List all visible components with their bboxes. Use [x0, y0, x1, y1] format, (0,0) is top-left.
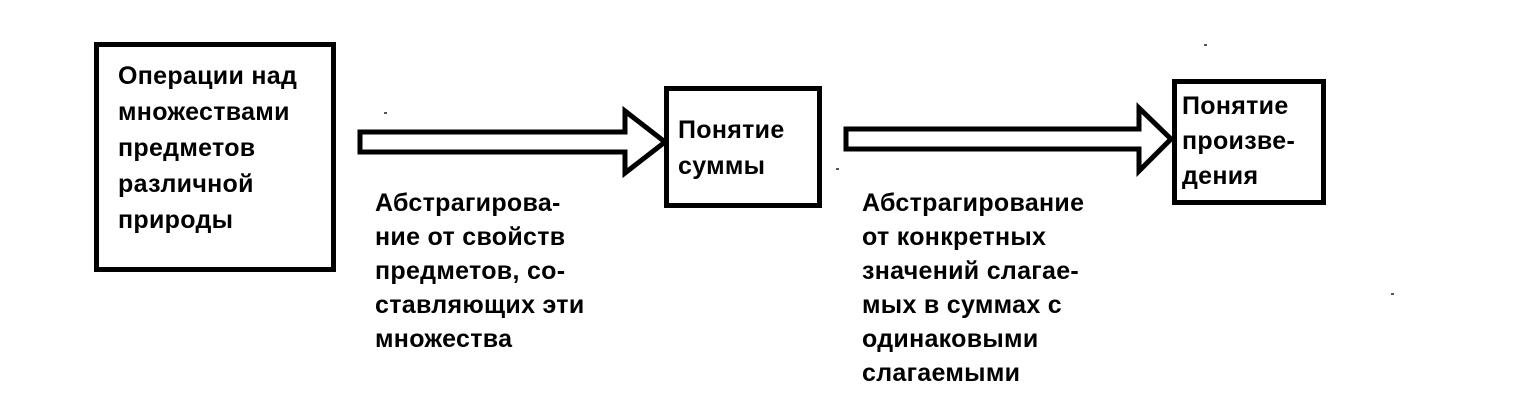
scan-speck [1204, 44, 1207, 46]
node-sets-box [94, 42, 336, 272]
arrow-sum-to-product [843, 102, 1175, 178]
edge-label-sum-to-product: Абстрагирование от конкретных значений с… [862, 189, 1085, 387]
node-product-box [1172, 79, 1326, 205]
scan-speck [384, 112, 387, 114]
scan-speck [1391, 293, 1394, 295]
arrow-sets-to-sum [357, 105, 670, 179]
node-sets-label: Операции над множествами предметов разли… [118, 62, 298, 234]
edge-label-sets-to-sum: Абстрагирова- ние от свойств предметов, … [375, 189, 585, 353]
node-sum-box [664, 86, 822, 208]
node-sum-label: Понятие суммы [678, 116, 785, 180]
node-product-label: Понятие произве- дения [1182, 92, 1296, 190]
scan-speck [836, 168, 839, 170]
